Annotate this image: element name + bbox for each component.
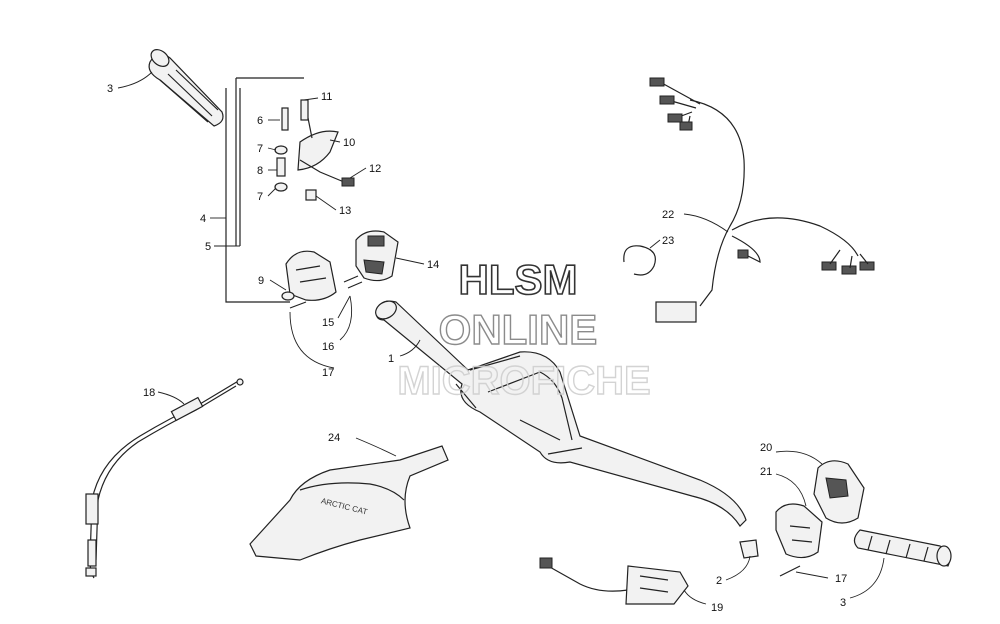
right-switch-housing <box>775 460 865 577</box>
callout-16: 16 <box>322 341 334 353</box>
left-handlebar-grip <box>148 49 224 127</box>
callout-20: 20 <box>760 442 772 454</box>
watermark: HLSM ONLINE MICROFICHE <box>397 255 652 404</box>
callout-21: 21 <box>760 466 772 478</box>
callout-11: 11 <box>321 91 332 103</box>
callout-9: 9 <box>258 275 264 287</box>
callout-23: 23 <box>662 235 674 247</box>
callout-7-upper: 7 <box>257 143 263 155</box>
callout-14: 14 <box>427 259 439 271</box>
callout-2: 2 <box>716 575 722 587</box>
callout-5: 5 <box>205 241 211 253</box>
switch-housing <box>343 230 399 289</box>
callout-labels: 3 4 5 6 7 8 7 11 10 12 13 9 14 15 16 17 … <box>107 83 847 614</box>
callout-13: 13 <box>339 205 351 217</box>
bar-end-plug <box>739 539 759 559</box>
callout-10: 10 <box>343 137 355 149</box>
callout-19: 19 <box>711 602 723 614</box>
callout-24: 24 <box>328 432 340 444</box>
callout-17-left: 17 <box>322 367 334 379</box>
callout-18: 18 <box>143 387 155 399</box>
callout-3-left: 3 <box>107 83 113 95</box>
callout-1: 1 <box>388 353 394 365</box>
callout-12: 12 <box>369 163 381 175</box>
wiring-harness <box>649 77 875 323</box>
callout-6: 6 <box>257 115 263 127</box>
brake-switch-harness <box>539 557 689 605</box>
watermark-line-2: ONLINE <box>439 306 598 353</box>
watermark-line-1: HLSM <box>459 256 578 303</box>
callout-7-lower: 7 <box>257 191 263 203</box>
callout-4: 4 <box>200 213 206 225</box>
callout-15: 15 <box>322 317 334 329</box>
throttle-housing <box>281 250 337 309</box>
callout-22: 22 <box>662 209 674 221</box>
harness-clip-ring <box>623 245 656 276</box>
handlebar <box>375 300 747 527</box>
handlebar-pad: ARCTIC CAT <box>249 445 449 561</box>
right-handlebar-grip <box>853 529 952 567</box>
throttle-cable <box>85 378 244 579</box>
watermark-line-3: MICROFICHE <box>397 359 650 403</box>
callout-3-right: 3 <box>840 597 846 609</box>
callout-17-right: 17 <box>835 573 847 585</box>
throttle-bracket-outline <box>225 77 304 303</box>
callout-8: 8 <box>257 165 263 177</box>
throttle-hardware-stack <box>274 99 355 201</box>
leader-lines <box>117 71 885 605</box>
